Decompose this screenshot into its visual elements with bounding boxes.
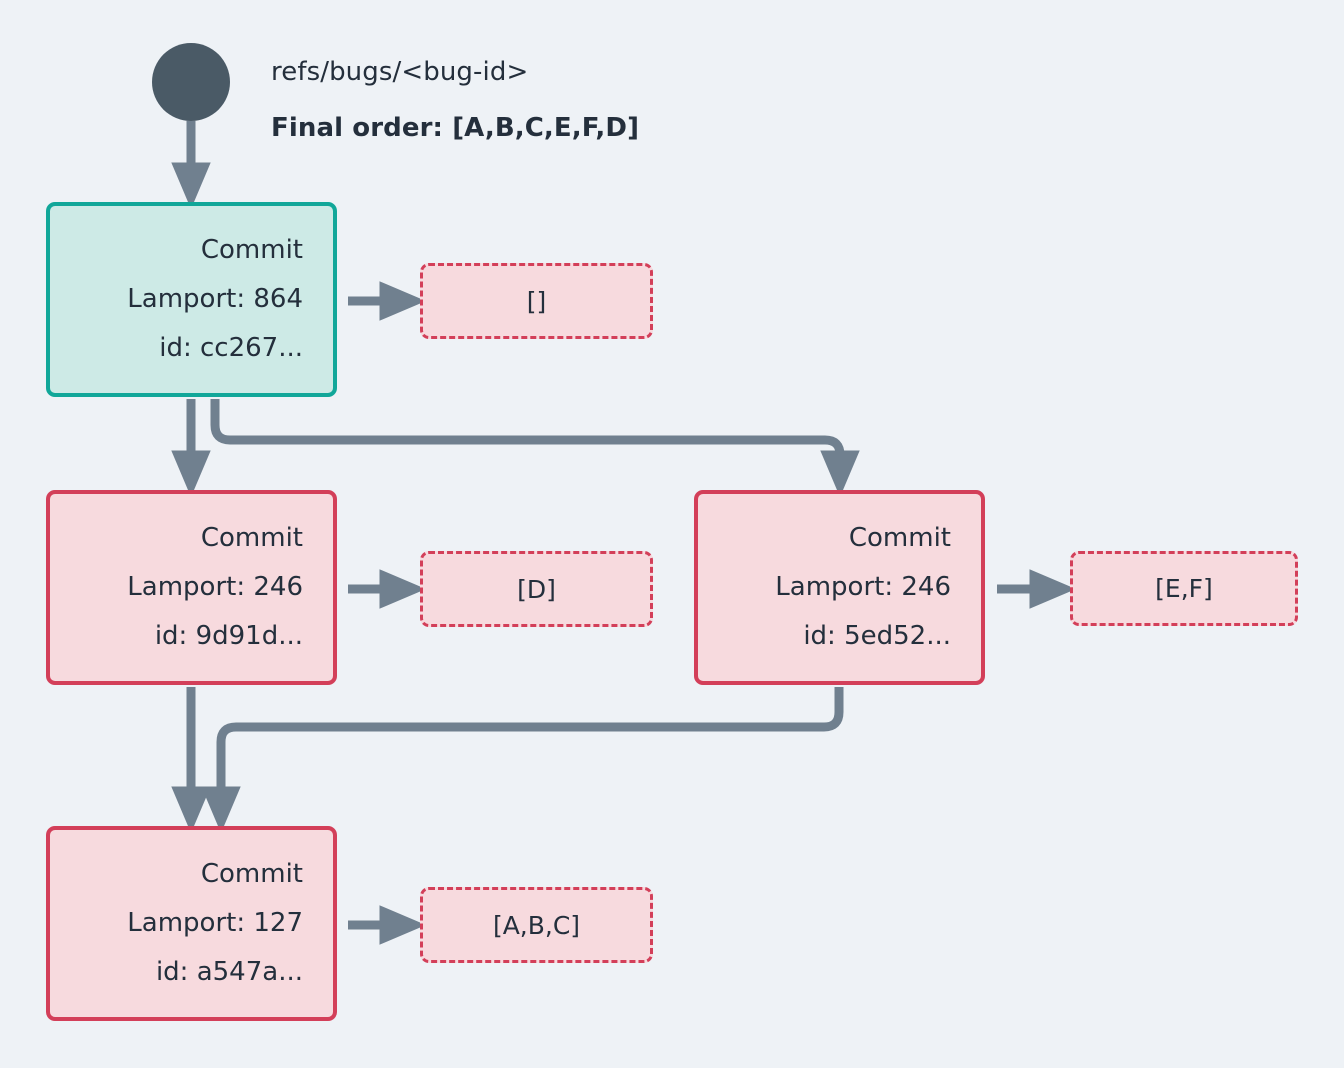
- oplist-bottom[interactable]: [A,B,C]: [420, 887, 653, 963]
- commit-title: Commit: [200, 523, 303, 553]
- final-order-label: Final order: [A,B,C,E,F,D]: [271, 113, 640, 143]
- commit-id: id: a547a...: [155, 957, 303, 987]
- commit-id: id: cc267...: [159, 333, 303, 363]
- commit-id: id: 9d91d...: [154, 621, 303, 651]
- commit-lamport: Lamport: 127: [127, 908, 303, 938]
- commit-node-bottom[interactable]: Commit Lamport: 127 id: a547a...: [46, 826, 337, 1021]
- ref-path-label: refs/bugs/<bug-id>: [271, 57, 529, 87]
- edge-root-to-right: [210, 399, 860, 498]
- edge-right-to-bottom: [201, 687, 844, 834]
- oplist-left[interactable]: [D]: [420, 551, 653, 627]
- commit-title: Commit: [200, 235, 303, 265]
- commit-title: Commit: [200, 859, 303, 889]
- commit-lamport: Lamport: 246: [127, 572, 303, 602]
- commit-lamport: Lamport: 246: [775, 572, 951, 602]
- commit-node-right[interactable]: Commit Lamport: 246 id: 5ed52...: [694, 490, 985, 685]
- commit-node-left[interactable]: Commit Lamport: 246 id: 9d91d...: [46, 490, 337, 685]
- commit-node-root[interactable]: Commit Lamport: 864 id: cc267...: [46, 202, 337, 397]
- commit-title: Commit: [848, 523, 951, 553]
- commit-lamport: Lamport: 864: [127, 284, 303, 314]
- oplist-right[interactable]: [E,F]: [1070, 551, 1298, 626]
- oplist-root[interactable]: []: [420, 263, 653, 339]
- ref-head-dot: [152, 43, 230, 121]
- commit-id: id: 5ed52...: [803, 621, 951, 651]
